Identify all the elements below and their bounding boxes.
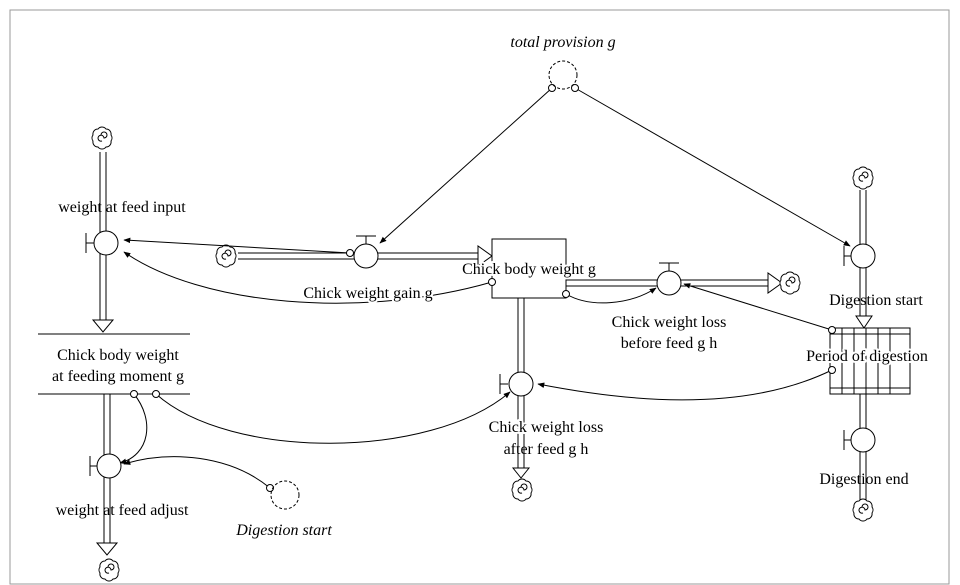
label-loss-after-line2: after feed g h <box>504 441 589 458</box>
cloud-icon <box>779 271 801 295</box>
label-chick-weight-gain-bg: Chick weight gain g <box>303 285 432 302</box>
shadow-digestion-start[interactable] <box>270 480 300 510</box>
cloud-icon <box>98 558 120 582</box>
cloud-icon <box>852 166 874 190</box>
label-chick-weight-gain: Chick weight gain g <box>303 285 432 302</box>
label-total-provision: total provision g <box>510 34 615 51</box>
label-loss-after-line1: Chick weight loss <box>489 419 604 436</box>
label-at-feeding-line2: at feeding moment g <box>52 368 184 385</box>
valve-weight-at-feed-adjust[interactable] <box>89 453 122 479</box>
info-links <box>119 87 851 489</box>
label-chick-body-weight-bg: Chick body weight g <box>462 261 596 278</box>
valve-chick-weight-loss-after[interactable] <box>499 371 534 397</box>
cloud-icon <box>91 126 113 150</box>
label-digestion-start: Digestion start <box>829 292 923 309</box>
stock-chick-body-weight-at-feeding-moment[interactable] <box>38 333 190 395</box>
valve-chick-weight-gain[interactable] <box>353 235 379 269</box>
label-chick-body-weight: Chick body weight g <box>462 261 596 278</box>
label-at-feeding-line1: Chick body weight <box>57 347 179 364</box>
diagram-frame <box>9 9 950 585</box>
label-period-of-digestion: Period of digestion <box>806 348 928 365</box>
label-weight-at-feed-input: weight at feed input <box>58 199 186 216</box>
valve-digestion-end[interactable] <box>843 427 876 453</box>
label-loss-after-line1-bg: Chick weight loss <box>489 419 604 436</box>
valve-digestion-start[interactable] <box>843 243 876 269</box>
valve-chick-weight-loss-before[interactable] <box>656 262 682 296</box>
label-period-of-digestion-bg: Period of digestion <box>806 348 928 365</box>
label-weight-at-feed-adjust: weight at feed adjust <box>56 502 189 519</box>
cloud-icon <box>852 498 874 522</box>
label-loss-before-line1: Chick weight loss <box>612 314 727 331</box>
conveyor-period-of-digestion[interactable] <box>829 327 911 395</box>
link-origins <box>130 84 836 492</box>
label-loss-before-line1-bg: Chick weight loss <box>612 314 727 331</box>
valve-weight-at-feed-input[interactable] <box>85 230 119 256</box>
cloud-icon <box>511 478 533 502</box>
shadow-total-provision[interactable] <box>548 60 578 90</box>
label-digestion-start-shadow: Digestion start <box>235 522 332 539</box>
label-loss-before-line2: before feed g h <box>621 335 717 352</box>
stock-chick-body-weight[interactable] <box>491 238 567 299</box>
label-digestion-end: Digestion end <box>819 471 908 488</box>
cloud-icon <box>215 244 237 268</box>
